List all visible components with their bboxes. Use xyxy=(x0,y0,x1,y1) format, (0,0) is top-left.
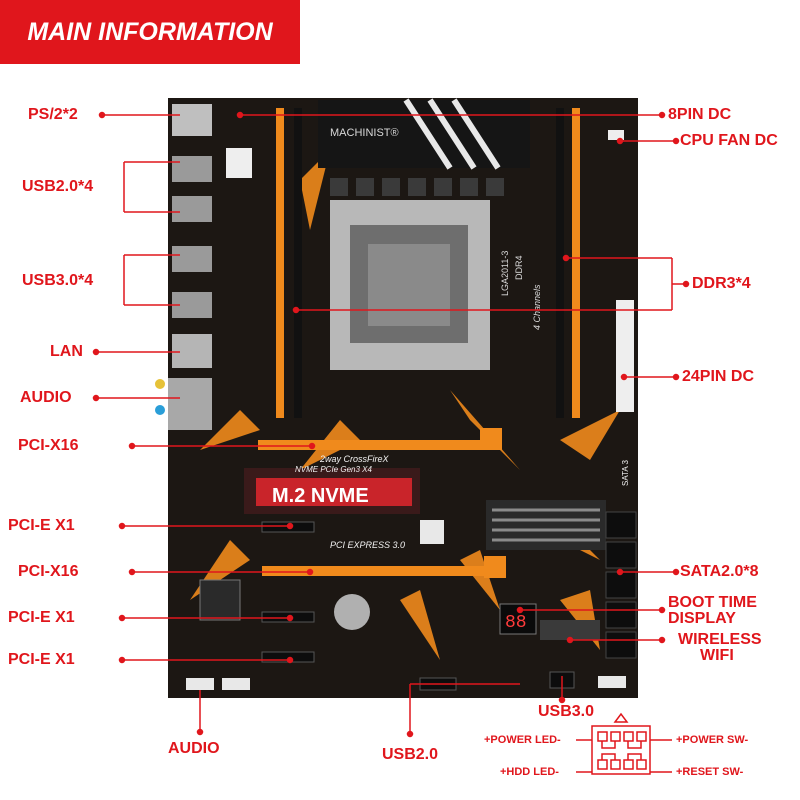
label-cpu-fan: CPU FAN DC xyxy=(680,132,778,149)
label-pcix16-b: PCI-X16 xyxy=(18,563,79,580)
heatsink-stripes xyxy=(403,98,501,170)
label-pcie-x1-c: PCI-E X1 xyxy=(8,651,75,668)
page-title: MAIN INFORMATION xyxy=(27,18,273,46)
channels-text: 4 Channels xyxy=(532,284,542,330)
sata-connectors xyxy=(605,511,637,659)
usb20-port-1 xyxy=(172,156,212,182)
label-ps2: PS/2*2 xyxy=(28,106,78,123)
label-usb30x4: USB3.0*4 xyxy=(22,272,94,289)
front-panel-header xyxy=(598,676,626,688)
cpu-socket-center xyxy=(368,244,450,326)
label-power-sw: +POWER SW- xyxy=(676,734,749,746)
label-hdd-led: +HDD LED- xyxy=(500,766,559,778)
ram-slot-1 xyxy=(276,108,284,418)
ram-slot-4 xyxy=(572,108,580,418)
label-usb20-bottom: USB2.0 xyxy=(382,746,439,763)
label-pcie-x1-b: PCI-E X1 xyxy=(8,609,75,626)
front-panel-diagram xyxy=(576,712,672,775)
vrm-chokes xyxy=(330,178,504,196)
label-boot-line1: BOOT TIME xyxy=(668,594,757,611)
nvme-big-text: M.2 NVME xyxy=(272,485,369,507)
label-pcie-x1-a: PCI-E X1 xyxy=(8,517,75,534)
label-boot-line2: DISPLAY xyxy=(668,610,736,627)
label-sata: SATA2.0*8 xyxy=(680,563,759,580)
bios-chip xyxy=(199,579,241,621)
label-wifi-line2: WIFI xyxy=(700,647,734,664)
ddr-text: DDR4 xyxy=(514,255,524,280)
audio-header-2 xyxy=(222,678,250,690)
label-audio-bottom: AUDIO xyxy=(168,740,220,757)
audio-jacks xyxy=(168,378,212,430)
sata-mark-text: SATA 3 xyxy=(621,460,630,486)
label-pcix16-a: PCI-X16 xyxy=(18,437,79,454)
cpu-fan-header xyxy=(608,130,624,140)
ram-slot-3 xyxy=(556,108,564,418)
pcix16-latch-a xyxy=(480,428,502,450)
m2-card xyxy=(256,478,412,506)
pch-heatsink xyxy=(486,500,606,550)
label-8pin: 8PIN DC xyxy=(668,106,732,123)
brand-text: MACHINIST® xyxy=(330,127,399,139)
label-wifi-line1: WIRELESS xyxy=(678,631,762,648)
label-usb30-bottom: USB3.0 xyxy=(538,703,595,720)
audio-jack-yellow xyxy=(155,379,165,389)
leader-lines xyxy=(92,111,690,738)
boot-display-digits: 88 xyxy=(505,613,527,633)
header-banner xyxy=(0,0,300,64)
audio-jack-blue xyxy=(155,405,165,415)
wifi-module xyxy=(540,620,600,640)
usb30-port-1 xyxy=(172,246,212,272)
label-ddr3x4: DDR3*4 xyxy=(692,275,751,292)
pci-express-text: PCI EXPRESS 3.0 xyxy=(330,540,405,550)
white-chip xyxy=(420,520,444,544)
label-power-led: +POWER LED- xyxy=(484,734,561,746)
lan-port xyxy=(172,334,212,368)
vrm-heatsink xyxy=(318,100,530,168)
cmos-battery xyxy=(334,594,370,630)
audio-header xyxy=(186,678,214,690)
ps2-port xyxy=(172,104,212,136)
nvme-sub-text: NVME PCIe Gen3 X4 xyxy=(295,465,372,474)
8pin-connector xyxy=(226,148,252,178)
24pin-connector xyxy=(616,300,634,412)
ram-slot-2 xyxy=(294,108,302,418)
socket-text: LGA2011-3 xyxy=(500,251,510,296)
pcix16-latch-b xyxy=(484,556,506,578)
pch-fins xyxy=(492,508,600,542)
label-usb20x4: USB2.0*4 xyxy=(22,178,94,195)
label-reset-sw: +RESET SW- xyxy=(676,766,744,778)
label-lan: LAN xyxy=(50,343,83,360)
label-24pin: 24PIN DC xyxy=(682,368,755,385)
crossfire-text: 2way CrossFireX xyxy=(319,454,390,464)
pcix16-slot-a xyxy=(258,440,498,450)
pcix16-slot-b xyxy=(262,566,502,576)
usb20-port-2 xyxy=(172,196,212,222)
label-audio-io: AUDIO xyxy=(20,389,72,406)
